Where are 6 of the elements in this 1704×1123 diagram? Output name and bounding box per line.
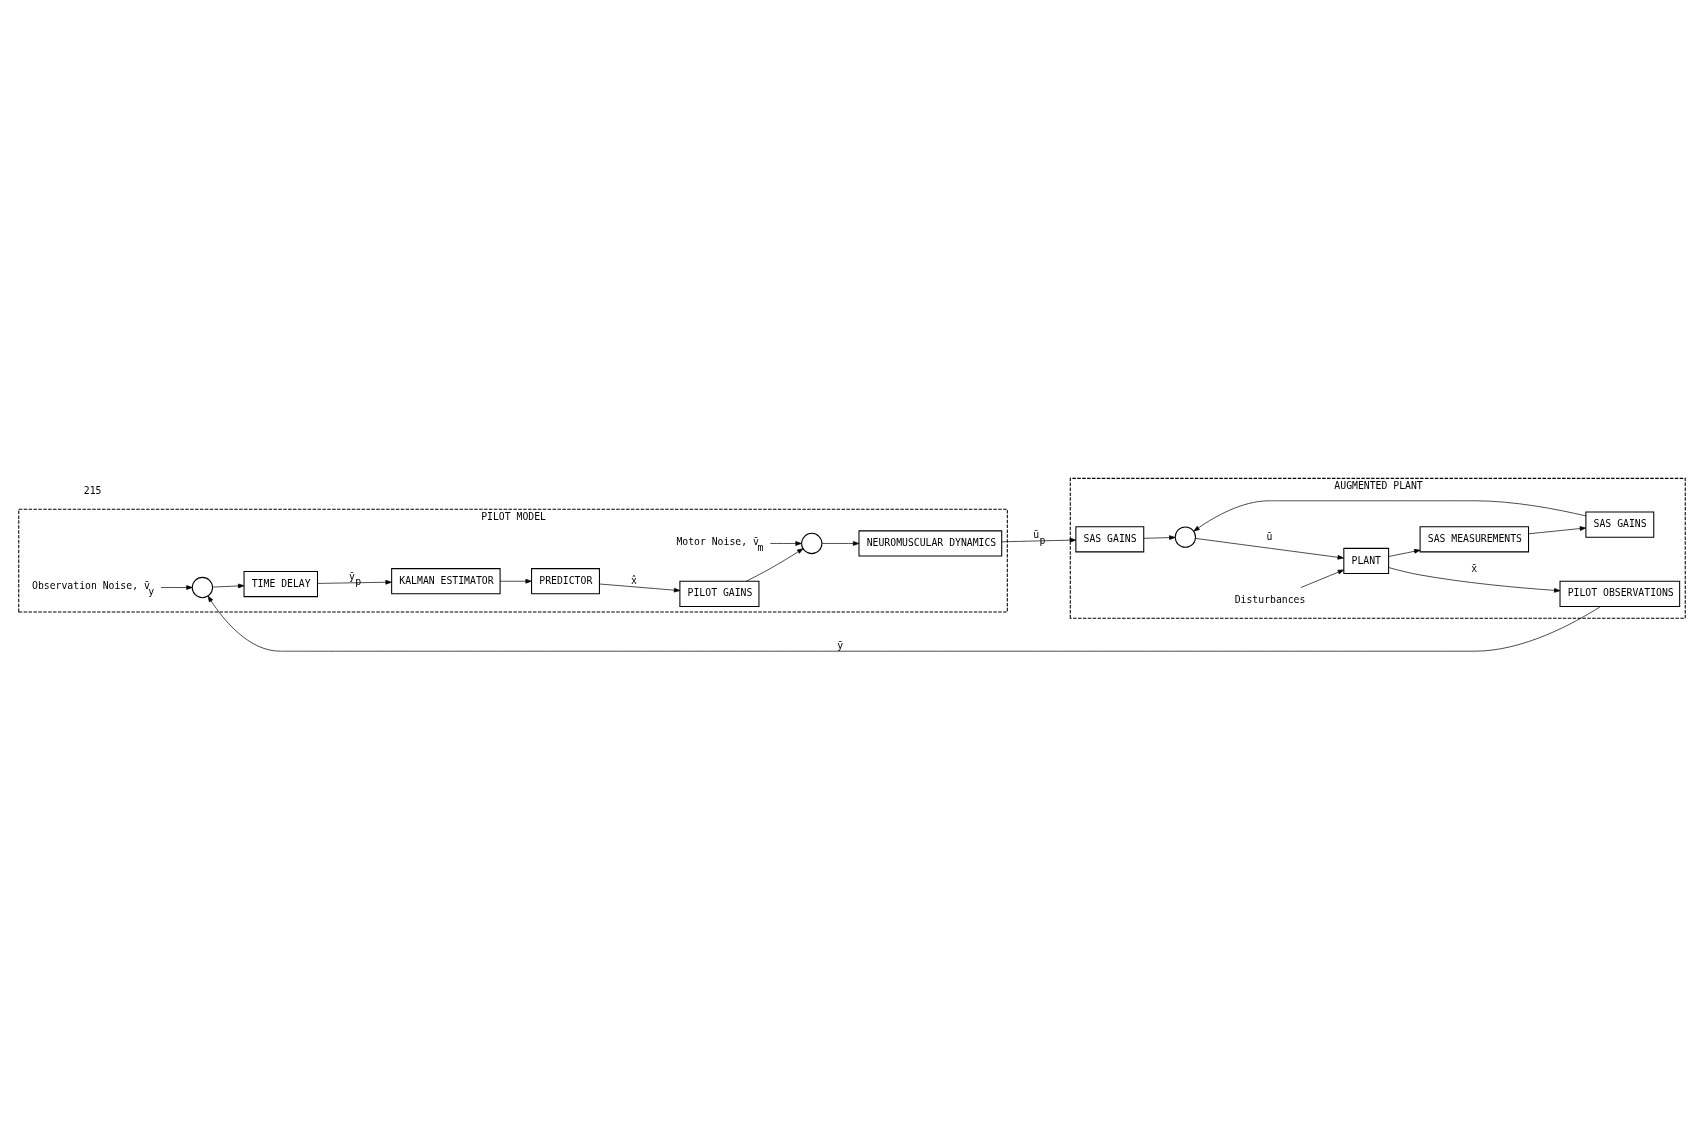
label: 215: [83, 484, 102, 496]
edge-label: x̂: [630, 574, 637, 586]
edge-label: ū: [1266, 530, 1273, 542]
node-text: Disturbances: [1234, 593, 1306, 605]
edge-label: ȳ: [837, 639, 844, 651]
edge-label: x̄: [1471, 562, 1478, 574]
